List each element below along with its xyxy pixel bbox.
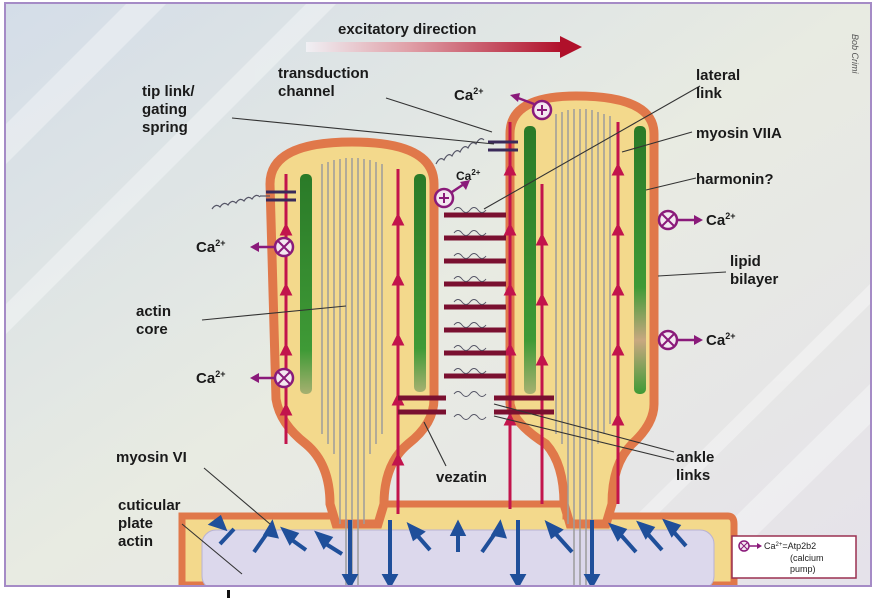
label-ankle-2: links: [676, 467, 710, 484]
label-cuticular-2: plate: [118, 515, 153, 532]
label-tip-link-2: gating: [142, 101, 187, 118]
harmonin-bar-tall-right: [634, 126, 646, 394]
legend-ion: Ca2+=Atp2b2: [764, 541, 816, 551]
harmonin-bar-tall-left: [524, 126, 536, 394]
label-tip-link-3: spring: [142, 119, 188, 136]
diagram-frame: Bob Crimi: [4, 2, 872, 587]
artist-credit: Bob Crimi: [850, 34, 860, 75]
label-lipid-2: bilayer: [730, 271, 779, 288]
label-ankle-1: ankle: [676, 449, 714, 466]
harmonin-bar-left: [300, 174, 312, 394]
label-lateral-1: lateral: [696, 67, 740, 84]
legend-box: Ca2+=Atp2b2 (calcium pump): [732, 536, 856, 578]
label-harmonin: harmonin?: [696, 171, 774, 188]
legend-line-2: (calcium: [790, 553, 824, 563]
label-myosin-viia: myosin VIIA: [696, 125, 782, 142]
label-myosin-vi: myosin VI: [116, 449, 187, 466]
hair-bundle-diagram: Bob Crimi: [6, 4, 870, 585]
harmonin-bar-right: [414, 174, 426, 392]
label-cuticular-3: actin: [118, 533, 153, 550]
label-transduction-1: transduction: [278, 65, 369, 82]
label-tip-link-1: tip link/: [142, 83, 195, 100]
bottom-mark: [227, 590, 230, 598]
label-lipid-1: lipid: [730, 253, 761, 270]
label-cuticular-1: cuticular: [118, 497, 181, 514]
label-actin-core-2: core: [136, 321, 168, 338]
legend-line-3: pump): [790, 564, 816, 574]
label-actin-core-1: actin: [136, 303, 171, 320]
title-excitatory-direction: excitatory direction: [338, 21, 476, 38]
label-lateral-2: link: [696, 85, 722, 102]
label-vezatin: vezatin: [436, 469, 487, 486]
label-transduction-2: channel: [278, 83, 335, 100]
